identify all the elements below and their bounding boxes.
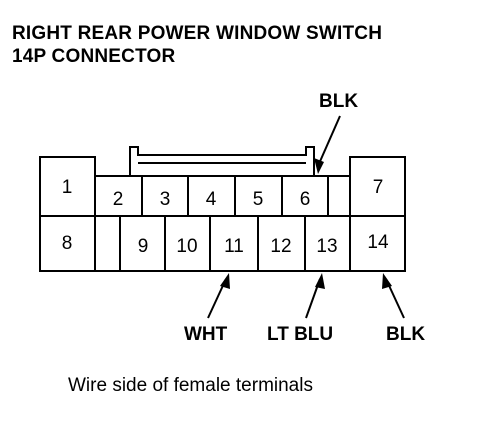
pin-13-label: 13	[316, 236, 337, 257]
pin6-arrowhead	[314, 158, 324, 174]
pin13-arrowhead	[315, 273, 325, 289]
pin11-wire-color: WHT	[184, 324, 228, 345]
pin-6-label: 6	[300, 189, 311, 210]
pin-9-label: 9	[138, 236, 149, 257]
pin14-arrowhead	[382, 273, 392, 289]
pin6-leader-line	[317, 115, 341, 167]
pin6-wire-color: BLK	[319, 91, 358, 112]
diagram-title-line1: RIGHT REAR POWER WINDOW SWITCH	[12, 23, 383, 44]
pin-3-label: 3	[160, 189, 171, 210]
pin-2-label: 2	[113, 189, 124, 210]
pin-1-label: 1	[62, 177, 73, 198]
pin-11-label: 11	[224, 236, 244, 257]
pin13-wire-color: LT BLU	[267, 324, 333, 345]
pin-8-label: 8	[62, 233, 73, 254]
diagram-caption: Wire side of female terminals	[68, 375, 313, 396]
pin-12-label: 12	[270, 236, 291, 257]
pin-4-label: 4	[206, 189, 217, 210]
pin-10-label: 10	[176, 236, 197, 257]
pin14-wire-color: BLK	[386, 324, 425, 345]
pin11-arrowhead	[220, 273, 230, 289]
diagram-title-line2: 14P CONNECTOR	[12, 46, 176, 67]
locking-tab	[129, 146, 315, 176]
pin-5-label: 5	[253, 189, 264, 210]
connector-body	[39, 156, 406, 272]
pin-14-label: 14	[367, 232, 389, 253]
pin-7-label: 7	[373, 177, 384, 198]
